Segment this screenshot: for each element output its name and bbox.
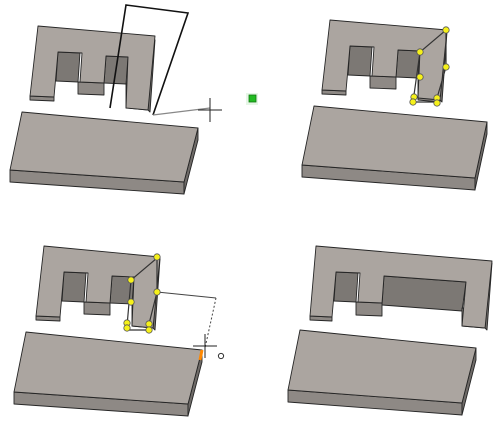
vertex-handle-icon: [416, 48, 424, 56]
vertex-handle-icon: [145, 320, 153, 328]
panel-4: [287, 245, 493, 416]
selected-profile-edges: [126, 256, 158, 331]
comb-block: [29, 25, 156, 113]
cut-comb-block: [309, 245, 493, 331]
panel-3: [13, 245, 225, 417]
vertex-handle-icon: [145, 326, 153, 334]
base-slab: [13, 331, 203, 417]
comb-block: [35, 245, 161, 331]
vertex-handles: [409, 26, 450, 107]
cut-profile-sketch: [109, 4, 211, 116]
vertex-handle-icon: [416, 73, 424, 81]
extent-preview: [156, 291, 217, 361]
base-slab: [287, 329, 477, 416]
panel-1: [9, 4, 258, 195]
vertex-handle-icon: [153, 253, 161, 261]
vertex-handle-icon: [153, 288, 161, 296]
comb-block: [321, 19, 448, 103]
vertex-handle-icon: [127, 276, 135, 284]
vertex-handles: [123, 253, 161, 334]
crosshair-cursor-icon: [193, 334, 225, 360]
vertex-handle-icon: [409, 98, 417, 106]
crosshair-cursor-icon: [198, 98, 222, 122]
vertex-handle-icon: [442, 63, 450, 71]
vertex-handle-icon: [127, 298, 135, 306]
vertex-handle-icon: [442, 26, 450, 34]
vertex-handle-icon: [433, 99, 441, 107]
panel-2: [301, 19, 488, 191]
vertex-handle-icon: [123, 324, 131, 332]
snap-point-icon: [246, 93, 258, 105]
base-slab: [301, 105, 488, 191]
base-slab: [9, 111, 199, 195]
